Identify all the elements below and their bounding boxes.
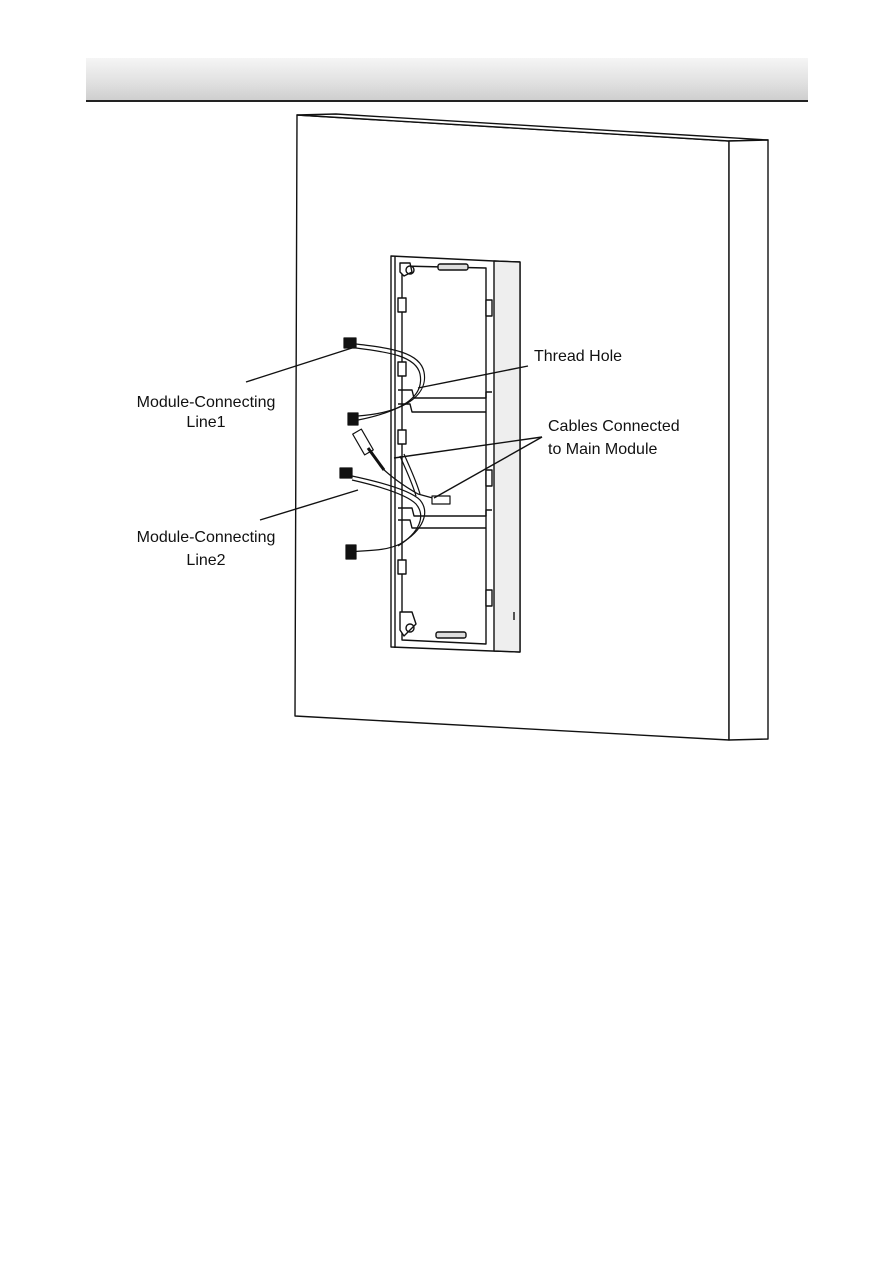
module-connecting-line1-label-b: Line1 bbox=[124, 412, 288, 434]
gang-box bbox=[391, 256, 520, 652]
module-connecting-line1-label-a: Module-Connecting bbox=[124, 392, 288, 414]
module-connecting-line2-label-a: Module-Connecting bbox=[124, 527, 288, 549]
cables-connected-label-line1: Cables Connected bbox=[548, 416, 680, 438]
wall-panel bbox=[295, 114, 768, 740]
cables-connected-label-line2: to Main Module bbox=[548, 439, 657, 461]
thread-hole-label: Thread Hole bbox=[534, 346, 622, 368]
module-connecting-line2-label-b: Line2 bbox=[124, 550, 288, 572]
